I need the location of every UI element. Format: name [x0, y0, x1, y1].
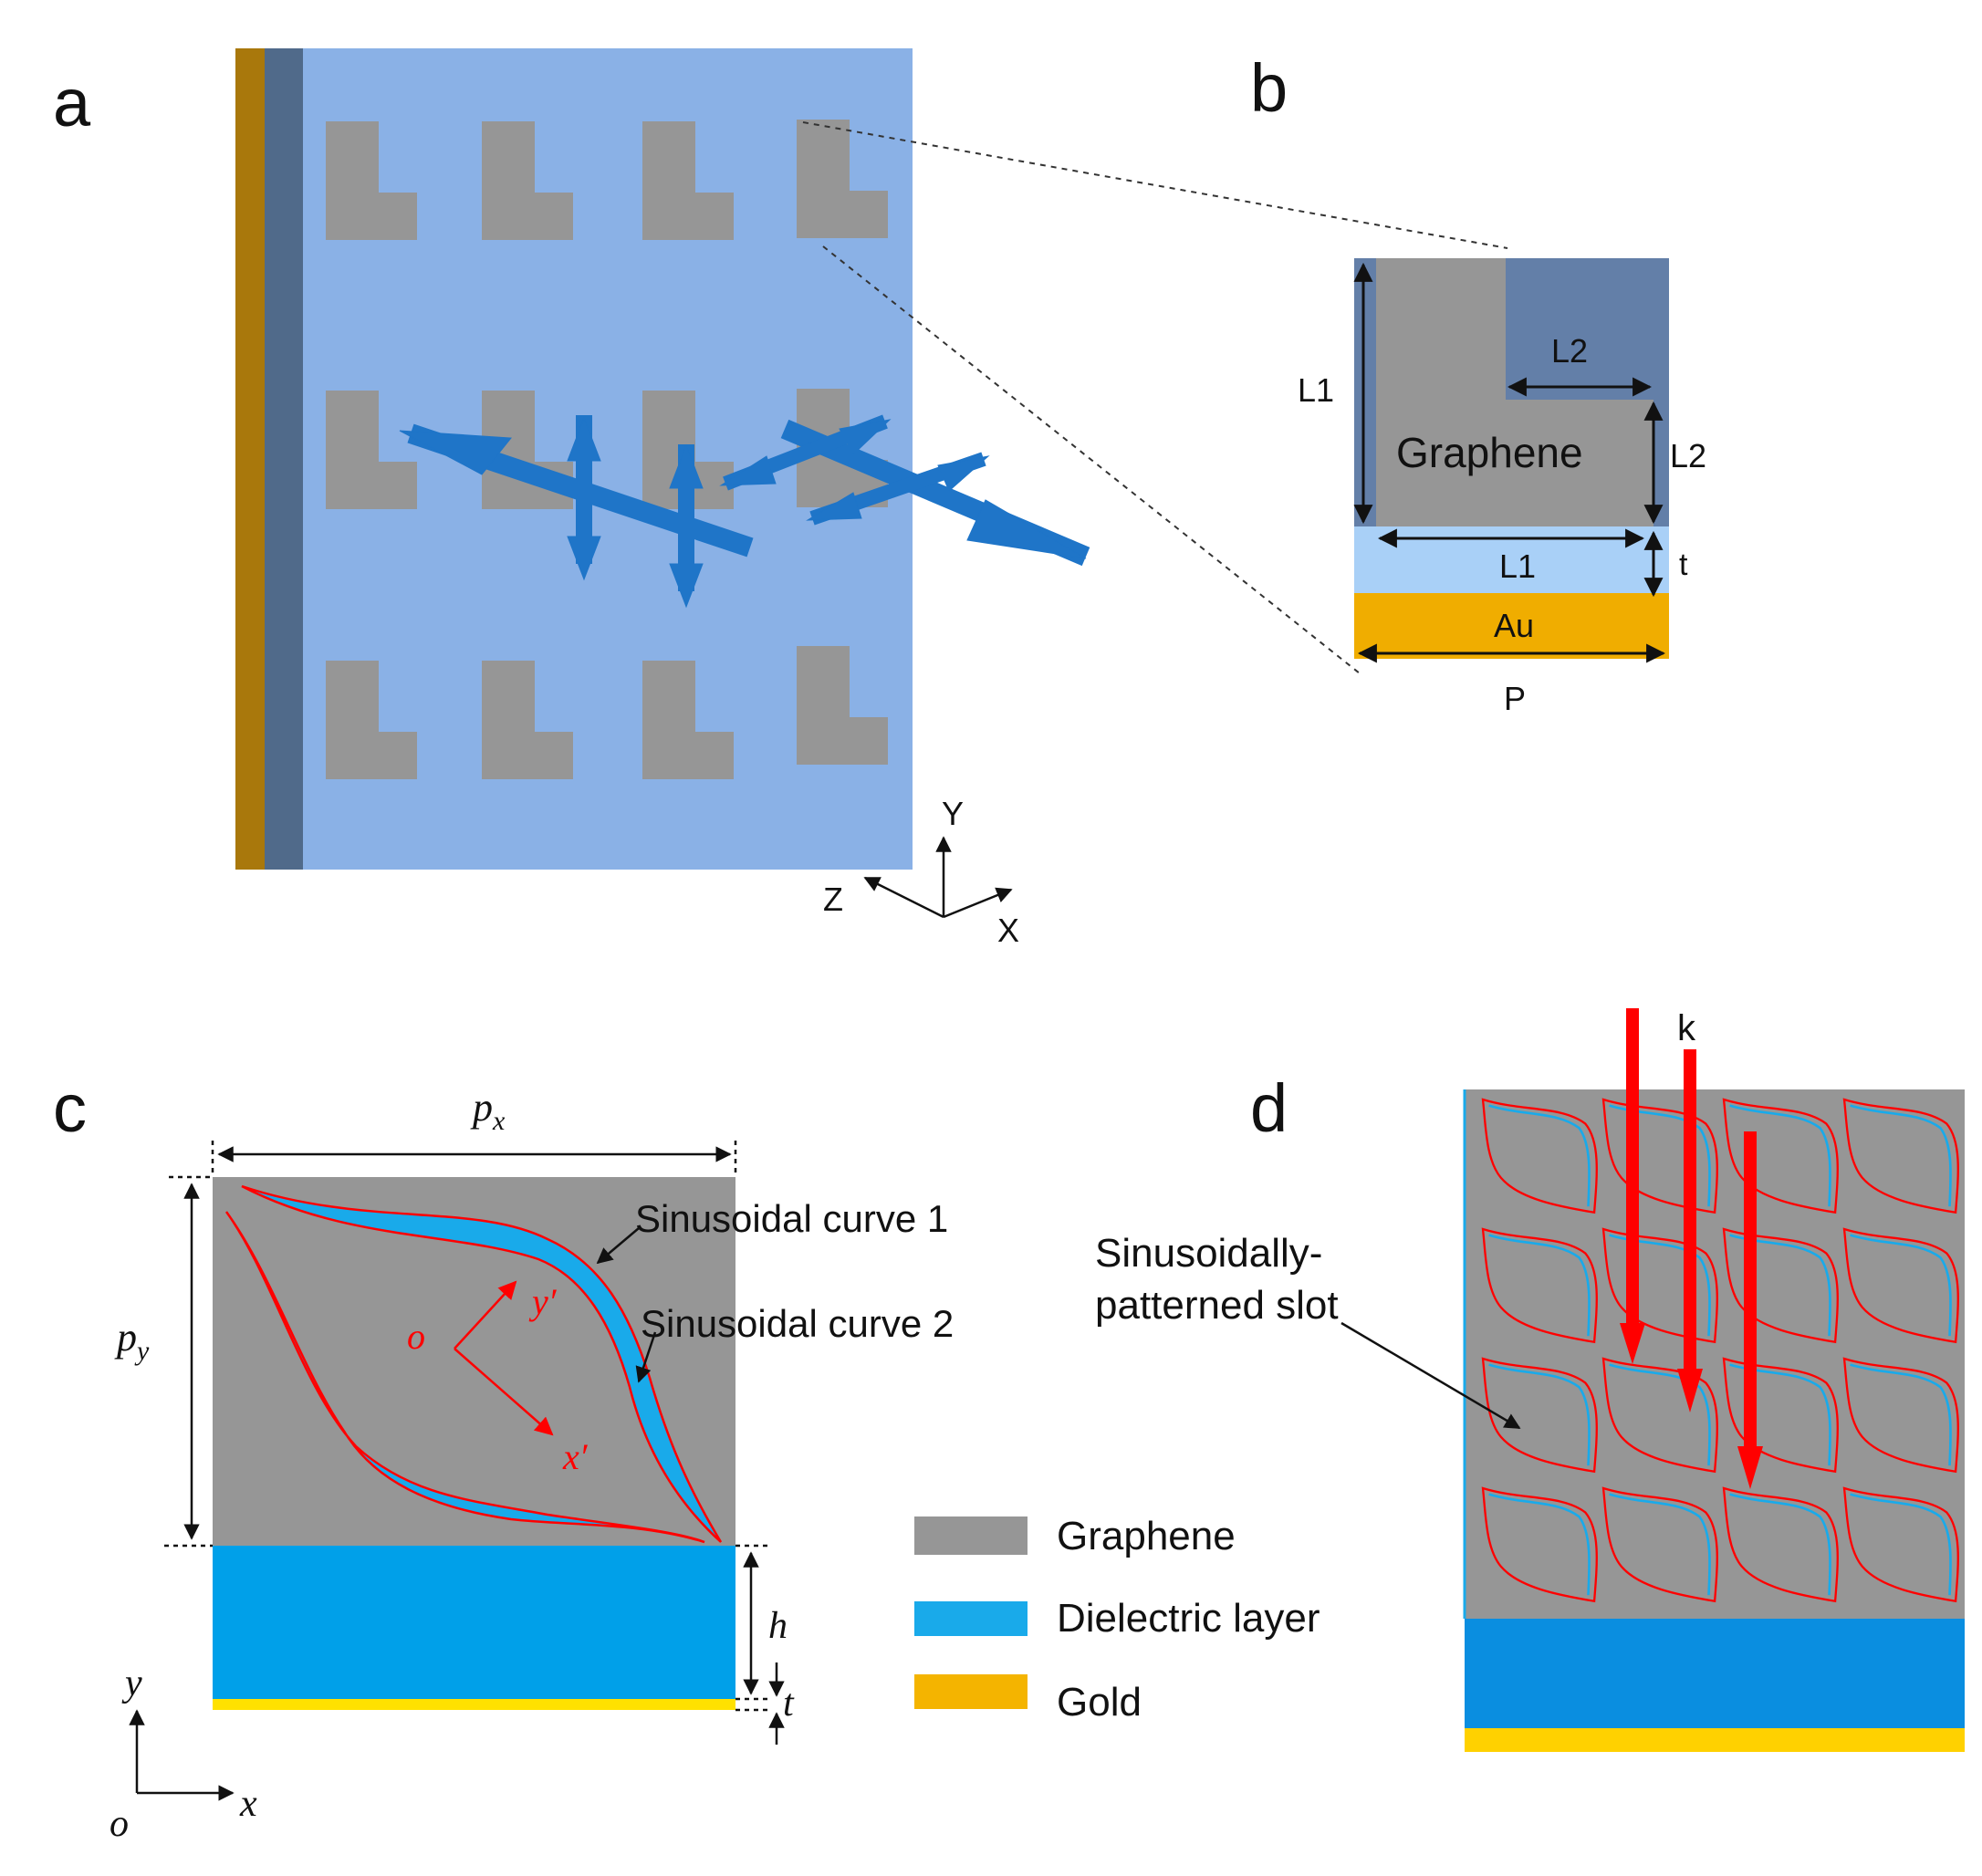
slot-cell-outline — [1722, 1227, 1839, 1344]
panel-c-global-axes — [129, 1709, 235, 1801]
slot-cell-outline — [1601, 1098, 1718, 1214]
curve1-label: Sinusoidal curve 1 — [635, 1197, 948, 1240]
panel-c-px-label: px — [470, 1085, 506, 1136]
legend-swatch-graphene — [914, 1516, 1028, 1555]
dim-l1-vertical: L1 — [1298, 371, 1334, 409]
dim-l1-horizontal: L1 — [1499, 547, 1536, 585]
curve2-label: Sinusoidal curve 2 — [641, 1302, 954, 1345]
panel-c-local-origin: o — [407, 1316, 425, 1357]
slot-cell-inner — [1609, 1363, 1711, 1466]
slot-cell-outline — [1601, 1357, 1718, 1474]
panel-c: c o y′ x′ — [53, 1070, 954, 1845]
slot-cell-inner — [1729, 1104, 1831, 1207]
panel-c-local-y: y′ — [528, 1281, 558, 1322]
panel-d: d Sinusoidally- patterned slot k — [1095, 1008, 1965, 1752]
slot-cell-inner — [1609, 1493, 1711, 1596]
k-label: k — [1677, 1008, 1696, 1048]
panel-d-letter: d — [1250, 1070, 1288, 1146]
slot-leader — [1340, 1321, 1521, 1430]
slot-cell-outline — [1722, 1098, 1839, 1214]
panel-c-axis-x: x — [239, 1783, 257, 1825]
legend-label-gold: Gold — [1057, 1680, 1142, 1725]
legend-label-dielectric: Dielectric layer — [1057, 1596, 1320, 1641]
slot-cell-inner — [1488, 1234, 1591, 1337]
panel-b-graphene-l — [1376, 258, 1653, 526]
panel-c-gold — [213, 1699, 735, 1710]
panel-d-graphene — [1465, 1089, 1965, 1619]
slot-cell-inner — [1609, 1104, 1711, 1207]
panel-c-py-label: py — [114, 1315, 150, 1366]
panel-c-sinusoidal-slot — [224, 1184, 723, 1544]
axis-label-z: Z — [823, 881, 843, 918]
panel-d-dielectric — [1465, 1619, 1965, 1728]
panel-c-local-axes — [454, 1280, 554, 1436]
slot-cell-outline — [1842, 1098, 1959, 1214]
slot-cell-inner — [1609, 1234, 1711, 1337]
slot-cell-inner — [1729, 1363, 1831, 1466]
zoom-line-bottom — [822, 245, 1361, 674]
panel-a-letter: a — [53, 65, 91, 141]
panel-c-dimension-lines — [164, 1141, 785, 1745]
zoom-line-top — [802, 121, 1508, 249]
panel-a-wave-arrows — [399, 414, 1090, 609]
panel-b-dimension-arrows — [1353, 262, 1666, 663]
slot-label-line1: Sinusoidally- — [1095, 1231, 1322, 1276]
slot-cell-inner — [1488, 1493, 1591, 1596]
panel-b-au-label: Au — [1494, 607, 1534, 644]
panel-c-axis-o: o — [110, 1803, 129, 1845]
panel-c-axis-y: y — [121, 1662, 142, 1704]
slot-cell-outline — [1842, 1227, 1959, 1344]
slot-cell-outline — [1601, 1486, 1718, 1603]
slot-cell-inner — [1729, 1234, 1831, 1337]
slot-cell-inner — [1729, 1493, 1831, 1596]
slot-cell-inner — [1850, 1234, 1952, 1337]
panel-c-letter: c — [53, 1070, 87, 1146]
slot-cell-outline — [1481, 1486, 1598, 1603]
panel-b: b L1 L2 L2 Graphene L1 t Au P — [1250, 50, 1706, 717]
axis-label-y: Y — [942, 795, 964, 832]
panel-c-local-x: x′ — [562, 1436, 589, 1477]
legend-label-graphene: Graphene — [1057, 1514, 1236, 1558]
panel-c-dielectric — [213, 1546, 735, 1699]
panel-a: a — [53, 48, 1508, 949]
slot-cell-outline — [1842, 1357, 1959, 1474]
slot-cell-inner — [1850, 1363, 1952, 1466]
slot-cell-outline — [1481, 1098, 1598, 1214]
slot-cell-inner — [1850, 1493, 1952, 1596]
slot-cell-outline — [1481, 1227, 1598, 1344]
panel-c-t-label: t — [783, 1683, 795, 1725]
panel-d-gold — [1465, 1728, 1965, 1752]
legend: Graphene Dielectric layer Gold — [914, 1514, 1320, 1725]
legend-swatch-dielectric — [914, 1601, 1028, 1636]
slot-cell-inner — [1488, 1363, 1591, 1466]
dim-t: t — [1679, 547, 1688, 582]
panel-d-k-arrows — [1620, 1008, 1763, 1489]
panel-a-axes — [863, 836, 1013, 919]
legend-swatch-gold — [914, 1674, 1028, 1709]
panel-a-dark-layer — [265, 48, 305, 870]
slot-cell-outline — [1722, 1357, 1839, 1474]
panel-b-graphene-label: Graphene — [1396, 429, 1583, 476]
slot-cell-inner — [1488, 1104, 1591, 1207]
slot-label-line2: patterned slot — [1095, 1283, 1339, 1328]
slot-cell-outline — [1722, 1486, 1839, 1603]
dim-l2-horizontal: L2 — [1551, 332, 1588, 370]
dim-p: P — [1504, 680, 1526, 717]
axis-label-x: X — [997, 912, 1019, 949]
curve2-leader — [635, 1331, 657, 1383]
slot-cell-outline — [1601, 1227, 1718, 1344]
panel-a-gold-edge — [235, 48, 266, 870]
curve1-leader — [596, 1227, 640, 1265]
slot-cell-inner — [1850, 1104, 1952, 1207]
panel-c-h-label: h — [768, 1605, 788, 1647]
slot-cell-outline — [1842, 1486, 1959, 1603]
dim-l2-vertical: L2 — [1670, 437, 1706, 474]
slot-cell-outline — [1481, 1357, 1598, 1474]
panel-d-slot-array — [1481, 1098, 1959, 1603]
panel-b-letter: b — [1250, 50, 1288, 126]
